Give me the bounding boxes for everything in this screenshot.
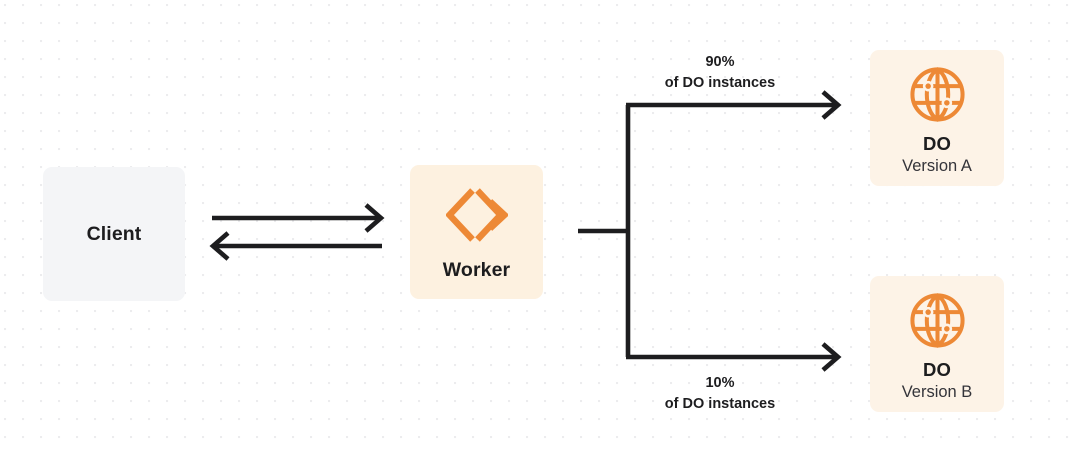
- edge-worker-to-do-a: [626, 90, 842, 120]
- edge-label-worker-to-do-a: 90% of DO instances: [605, 52, 835, 94]
- edge-worker-trunk: [578, 105, 631, 357]
- edge-client-to-worker: [212, 203, 385, 233]
- edge-percent-top: 90%: [705, 54, 735, 70]
- node-do-version-b: DO Version B: [870, 276, 1004, 412]
- node-worker: Worker: [410, 165, 543, 299]
- edge-description-bottom: of DO instances: [664, 396, 776, 413]
- node-do-b-label: DO: [923, 358, 951, 380]
- node-do-b-version: Version B: [901, 383, 973, 402]
- cloudflare-workers-icon: [445, 187, 508, 242]
- edge-percent-bottom: 10%: [705, 375, 735, 391]
- edge-description-top: of DO instances: [664, 75, 776, 92]
- edge-worker-to-client: [209, 231, 382, 261]
- node-do-a-version: Version A: [902, 157, 972, 176]
- edge-worker-to-do-b: [626, 342, 842, 372]
- node-worker-label: Worker: [442, 258, 511, 281]
- durable-object-globe-icon: [909, 293, 965, 348]
- node-do-version-a: DO Version A: [870, 50, 1004, 186]
- node-do-a-label: DO: [923, 132, 951, 154]
- durable-object-globe-icon: [909, 67, 965, 122]
- edge-label-worker-to-do-b: 10% of DO instances: [605, 373, 835, 415]
- node-client: Client: [43, 167, 185, 301]
- node-client-label: Client: [86, 222, 142, 245]
